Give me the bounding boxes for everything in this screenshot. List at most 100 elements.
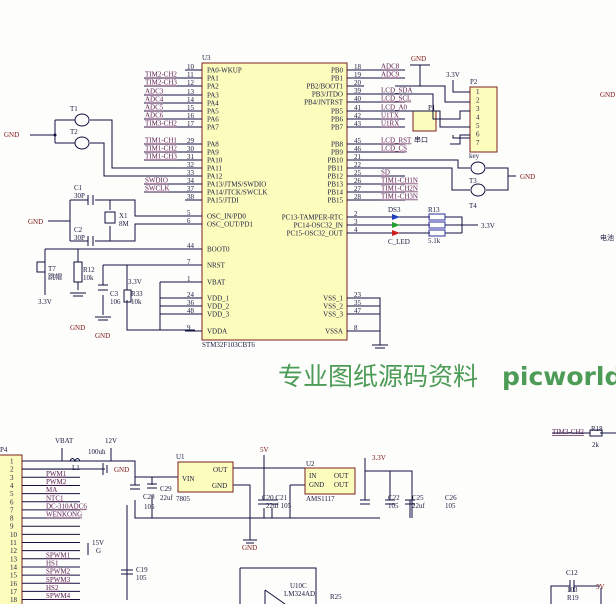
c12-value: 103 — [567, 586, 578, 594]
pin-number: 9 — [187, 324, 191, 332]
net-label: U1TX — [381, 112, 399, 120]
r13-label: R13 — [428, 206, 440, 214]
p4-net-label: SPWM2 — [46, 568, 71, 576]
p2-pin-number: 3 — [476, 105, 480, 113]
pin-number: 27 — [354, 185, 362, 193]
c28-value: 105 — [144, 503, 155, 511]
p4-pin-number: 11 — [10, 539, 17, 547]
c28-label: C28 — [143, 493, 155, 501]
l1-value: 100uh — [88, 448, 106, 456]
p2-label: P2 — [470, 78, 478, 86]
v5-label: 5V — [596, 583, 605, 591]
pin-name: PA3 — [207, 92, 219, 100]
pin-name: PB9 — [331, 149, 344, 157]
t3-label: T3 — [469, 177, 477, 185]
v33-label: 3.3V — [372, 454, 386, 462]
pin-number: 25 — [354, 169, 362, 177]
net-label: TIM2-CH2 — [145, 71, 177, 79]
net-label: SD — [381, 169, 390, 177]
pin-number: 29 — [187, 137, 195, 145]
p4-pin-number: 5 — [10, 490, 14, 498]
pin-number: 3 — [354, 218, 358, 226]
pin-name: VDD_2 — [207, 303, 230, 311]
gnd-label: GND — [600, 91, 615, 99]
u1-body — [177, 461, 234, 493]
p4-net-label: HS1 — [46, 559, 59, 567]
pin-number: 8 — [354, 324, 358, 332]
c26-value: 105 — [445, 502, 456, 510]
pin-name: PA12 — [207, 173, 223, 181]
pin-number: 4 — [354, 226, 358, 234]
r33-value: 10k — [131, 298, 142, 306]
battery-label: 电池 — [600, 233, 614, 242]
x1-label: X1 — [119, 212, 128, 220]
mcu-ref: U3 — [202, 54, 211, 62]
pin-name: PA0-WKUP — [207, 67, 242, 75]
mcu-part: STM32F103CBT6 — [202, 341, 255, 349]
pin-name: PC15-OSC32_OUT — [287, 230, 344, 238]
pin-number: 1 — [187, 275, 191, 283]
mcu-right-pins: 18PB019PB120PB2/BOOT139PB3/JTDO40PB4/JNT… — [282, 63, 364, 336]
net-label: SWDIO — [145, 177, 168, 185]
v33-label: 3.3V — [481, 222, 495, 230]
pin-name: PB4/JNTRST — [304, 99, 344, 107]
pin-name: PC14-OSC32_IN — [294, 222, 343, 230]
pin-number: 15 — [187, 104, 195, 112]
r25-label: R25 — [330, 593, 342, 601]
pin-name: NRST — [207, 262, 226, 270]
pin-name: VDDA — [207, 328, 227, 336]
c29-label: C29 — [160, 485, 172, 493]
u2-body — [304, 467, 356, 495]
p4-pin-number: 7 — [10, 506, 14, 514]
gnd-label: GND — [70, 324, 85, 332]
pin-number: 20 — [354, 79, 362, 87]
pin-name: PB3/JTDO — [312, 91, 343, 99]
u1-part: 7805 — [176, 495, 191, 503]
pin-number: 34 — [187, 177, 195, 185]
pin-name: BOOT0 — [207, 246, 230, 254]
pin-number: 21 — [354, 153, 362, 161]
pin-number: 2 — [354, 210, 358, 218]
pin-name: PB15 — [327, 197, 343, 205]
watermark-cn: 专业图纸源码资料 — [278, 362, 478, 391]
pin-name: VSS_1 — [323, 295, 343, 303]
crystal-circuit: GND C1 30P C2 30P X1 8M — [28, 184, 195, 246]
p4-connector — [0, 454, 23, 604]
net-label: LCD_SDA — [381, 87, 413, 95]
c19-value: 105 — [136, 574, 147, 582]
pin-number: 6 — [187, 217, 191, 225]
gnd-label: GND — [520, 173, 535, 181]
pin-name: PA2 — [207, 83, 219, 91]
p4-net-label: HS2 — [46, 584, 59, 592]
c26-label: C26 — [445, 494, 457, 502]
pin-number: 43 — [354, 120, 362, 128]
p4-pin-number: 6 — [10, 498, 14, 506]
p4-pin-number: 13 — [10, 555, 18, 563]
t7-label: T7 — [48, 265, 56, 273]
pin-number: 42 — [354, 112, 362, 120]
t1-label: T1 — [70, 105, 78, 113]
u2-in: IN — [309, 472, 316, 480]
gnd-label: GND — [242, 544, 257, 552]
pin-name: PA7 — [207, 124, 219, 132]
gnd-label: GND — [4, 131, 19, 139]
r18-net: TIM3-CH2 — [552, 428, 584, 436]
c22-label: C22 — [388, 494, 400, 502]
p4-pin-number: 8 — [10, 515, 14, 523]
c1-value: 30P — [74, 192, 85, 200]
c3-label: C3 — [110, 290, 119, 298]
p2-pin-number: 7 — [476, 139, 480, 147]
v33-label: 3.3V — [38, 298, 52, 306]
p4-pin-number: 16 — [10, 580, 18, 588]
l1-label: L1 — [72, 464, 80, 472]
p2-pin-number: 4 — [476, 114, 480, 122]
c29-value: 22uf — [160, 494, 174, 502]
net-label: TIM1-CH1 — [145, 137, 177, 145]
u1-out: OUT — [213, 466, 228, 474]
touch-keys-left: GND T1 T2 — [4, 105, 195, 177]
p4-pin-number: 9 — [10, 523, 14, 531]
u10-label: U10C — [290, 582, 307, 590]
